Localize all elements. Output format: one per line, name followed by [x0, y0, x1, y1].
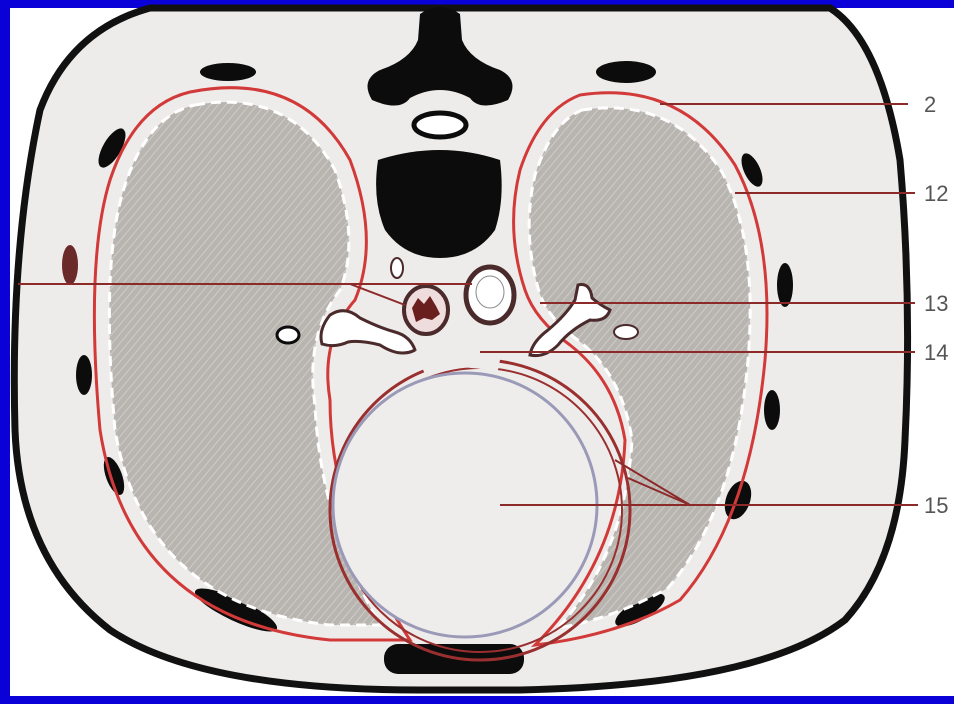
callout-13: 13 — [924, 291, 948, 316]
azygos-vein — [391, 258, 403, 278]
rib — [596, 61, 656, 83]
rib — [777, 263, 793, 307]
callout-12: 12 — [924, 181, 948, 206]
pulmonary-vessel — [614, 325, 638, 339]
rib — [76, 355, 92, 395]
spinal-canal — [414, 113, 466, 137]
aorta-lumen — [476, 276, 504, 308]
rib — [200, 63, 256, 81]
rib — [62, 245, 78, 285]
callout-2: 2 — [924, 92, 936, 117]
callout-14: 14 — [924, 340, 948, 365]
callout-15: 15 — [924, 493, 948, 518]
rib — [764, 390, 780, 430]
pericardial-gap — [420, 355, 500, 362]
pulmonary-vessel — [277, 327, 299, 343]
